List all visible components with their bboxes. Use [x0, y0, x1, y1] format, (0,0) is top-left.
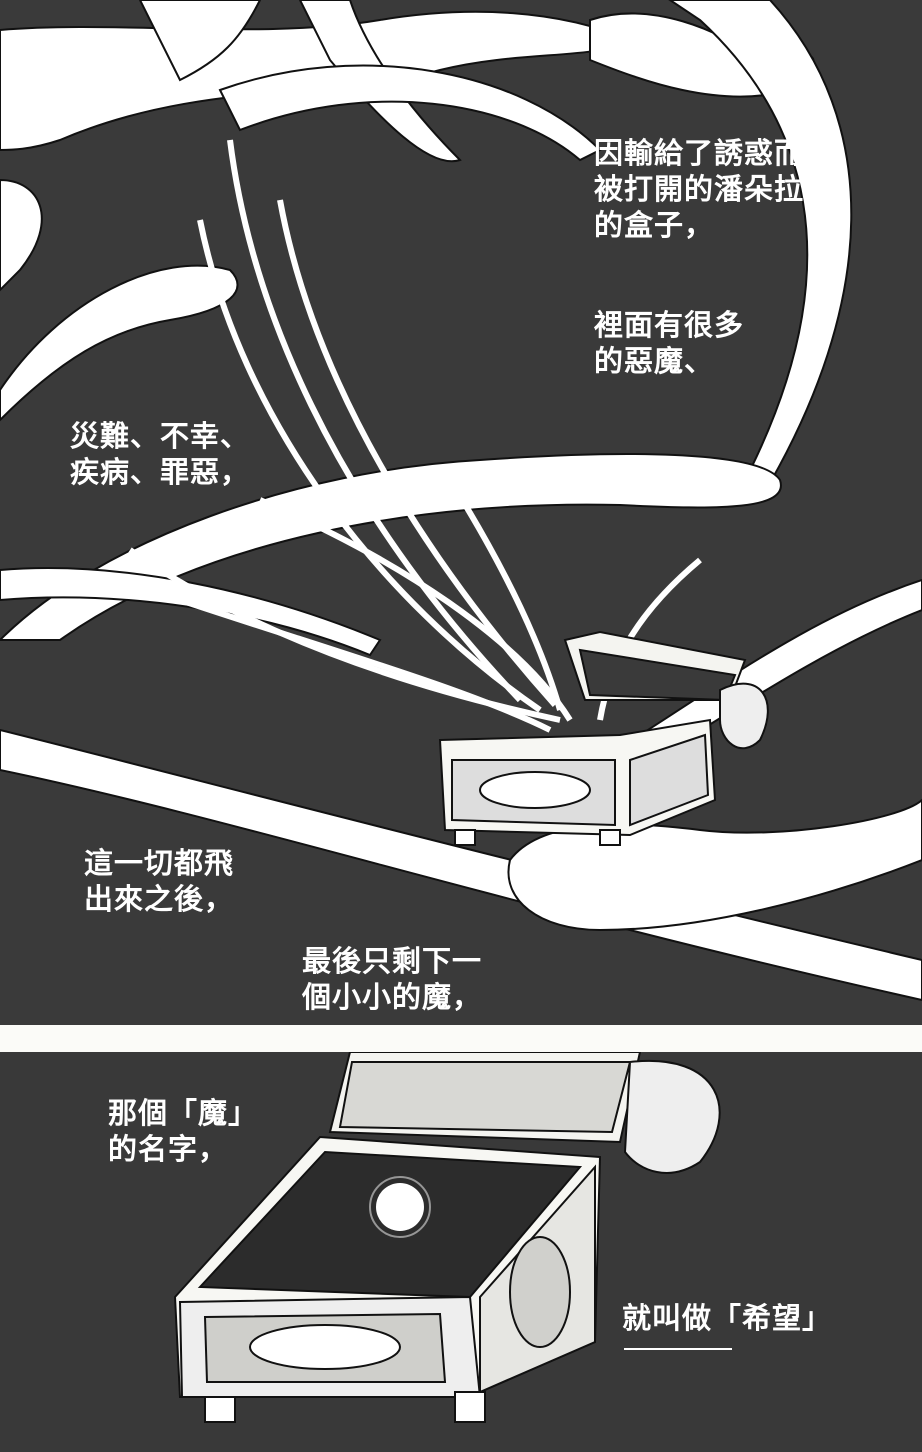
caption-line: 個小小的魔，: [302, 980, 483, 1014]
manga-panel-top: 因輸給了誘惑而 被打開的潘朵拉 的盒子， 裡面有很多 的惡魔、 災難、不幸、 疾…: [0, 0, 922, 1025]
caption-flew-out: 這一切都飛 出來之後，: [84, 845, 234, 917]
caption-line: 裡面有很多: [594, 308, 745, 342]
hope-underline: [624, 1348, 732, 1350]
caption-line: 出來之後，: [84, 882, 235, 916]
caption-hope: 就叫做「希望」: [622, 1300, 832, 1336]
caption-line: 最後只剩下一: [302, 944, 483, 978]
caption-disasters: 災難、不幸、 疾病、罪惡，: [70, 418, 250, 490]
caption-pandora: 因輸給了誘惑而 被打開的潘朵拉 的盒子，: [594, 135, 804, 243]
manga-panel-bottom: 那個「魔」 的名字， 就叫做「希望」: [0, 1052, 922, 1452]
caption-line: 因輸給了誘惑而: [594, 136, 805, 170]
caption-devils: 裡面有很多 的惡魔、: [594, 307, 744, 379]
caption-line: 那個「魔」: [108, 1096, 259, 1130]
caption-line: 的名字，: [108, 1132, 229, 1166]
caption-line: 災難、不幸、: [70, 419, 251, 453]
caption-line: 就叫做「希望」: [622, 1301, 833, 1335]
caption-line: 被打開的潘朵拉: [594, 172, 805, 206]
caption-name-of: 那個「魔」 的名字，: [108, 1095, 258, 1167]
caption-line: 這一切都飛: [84, 846, 235, 880]
caption-line: 的惡魔、: [594, 344, 715, 378]
box-hope-illustration: [173, 1052, 721, 1423]
caption-line: 的盒子，: [594, 208, 715, 242]
ribbons-illustration: [0, 0, 922, 1002]
caption-line: 疾病、罪惡，: [70, 455, 251, 489]
caption-remained: 最後只剩下一 個小小的魔，: [302, 943, 482, 1015]
